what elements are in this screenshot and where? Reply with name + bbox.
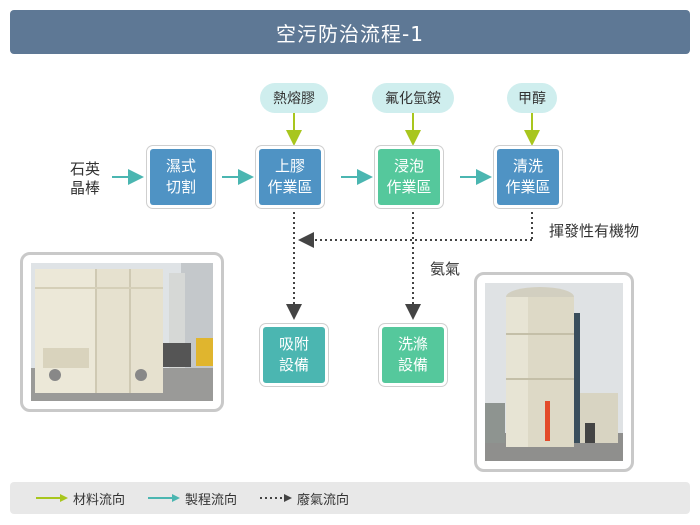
material-methanol: 甲醇 [507, 83, 557, 113]
material-ammonium-bifluoride: 氟化氫銨 [372, 83, 454, 113]
photo-scrubber-equipment [474, 272, 634, 472]
scrubber-equipment: 洗滌 設備 [382, 327, 444, 383]
material-flow-arrow-icon [36, 494, 68, 502]
legend-label: 製程流向 [185, 492, 238, 508]
gas-label-voc: 揮發性有機物 [549, 222, 640, 240]
process-wet-cutting: 濕式 切割 [150, 149, 212, 205]
process-wash-area: 清洗 作業區 [497, 149, 559, 205]
legend-exhaust-flow: 廢氣流向 [260, 482, 349, 514]
process-flow-arrow-icon [148, 494, 180, 502]
exhaust-flow-arrow-icon [260, 494, 292, 502]
photo-adsorption-equipment [20, 252, 224, 412]
adsorption-equipment: 吸附 設備 [263, 327, 325, 383]
page-title: 空污防治流程-1 [10, 10, 690, 54]
legend-label: 材料流向 [73, 492, 126, 508]
legend-label: 廢氣流向 [297, 492, 350, 508]
legend-process-flow: 製程流向 [148, 482, 237, 514]
process-glue-area: 上膠 作業區 [259, 149, 321, 205]
process-soak-area: 浸泡 作業區 [378, 149, 440, 205]
scrubber-equipment-illustration [485, 283, 623, 461]
adsorption-equipment-illustration [31, 263, 213, 401]
material-hot-melt: 熱熔膠 [260, 83, 328, 113]
gas-label-ammonia: 氨氣 [430, 260, 461, 278]
legend-material-flow: 材料流向 [36, 482, 125, 514]
input-quartz-rod: 石英 晶棒 [70, 160, 101, 197]
legend: 材料流向 製程流向 廢氣流向 [10, 482, 690, 514]
